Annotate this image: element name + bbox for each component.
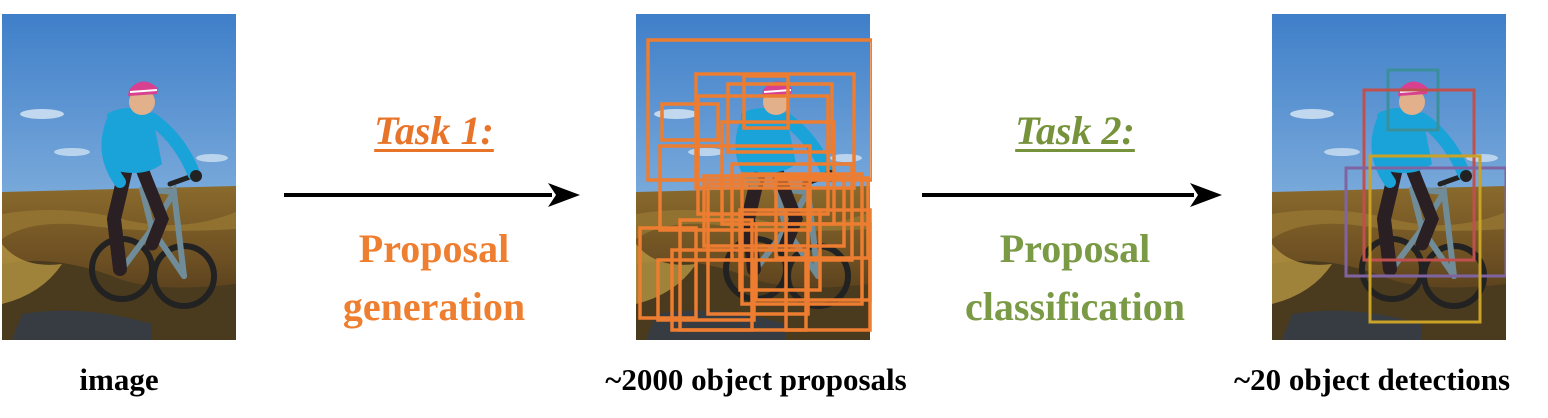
task-2-description: Proposal classification bbox=[965, 220, 1185, 336]
caption-proposals: ~2000 object proposals bbox=[605, 362, 907, 397]
task-2-line-2: classification bbox=[965, 284, 1185, 329]
input-image bbox=[2, 14, 236, 340]
proposals-image bbox=[636, 14, 872, 340]
proposal-box bbox=[738, 208, 822, 292]
cyclist-photo bbox=[2, 14, 236, 340]
proposal-box bbox=[774, 176, 870, 260]
proposal-box bbox=[730, 162, 854, 262]
detection-box bbox=[1362, 88, 1476, 262]
task-1-title: Task 1: bbox=[374, 108, 494, 153]
caption-image: image bbox=[79, 362, 159, 397]
detection-box bbox=[1386, 68, 1440, 132]
task-1-line-2: generation bbox=[342, 284, 526, 329]
arrow-2 bbox=[922, 183, 1222, 207]
proposal-box bbox=[638, 226, 698, 320]
proposal-box bbox=[696, 94, 830, 216]
proposal-box bbox=[658, 144, 812, 232]
caption-detections: ~20 object detections bbox=[1233, 362, 1511, 397]
task-2-title: Task 2: bbox=[1015, 108, 1135, 153]
proposal-box bbox=[646, 38, 872, 182]
detection-boxes bbox=[1344, 68, 1506, 324]
proposal-box bbox=[726, 82, 834, 154]
task-1-line-1: Proposal bbox=[358, 226, 510, 271]
proposal-box bbox=[740, 172, 864, 306]
detection-box bbox=[1344, 166, 1506, 278]
cyclist-photo-with-proposals bbox=[636, 14, 872, 340]
task-2-line-1: Proposal bbox=[999, 226, 1151, 271]
proposal-box bbox=[754, 222, 872, 302]
proposal-box bbox=[742, 74, 790, 130]
task-1-description: Proposal generation bbox=[343, 220, 525, 336]
arrow-1 bbox=[284, 183, 580, 207]
detection-box bbox=[1368, 154, 1482, 324]
cyclist-photo-with-detections bbox=[1272, 14, 1506, 340]
proposal-box bbox=[660, 102, 720, 142]
detections-image bbox=[1272, 14, 1506, 340]
proposal-boxes bbox=[638, 38, 872, 332]
